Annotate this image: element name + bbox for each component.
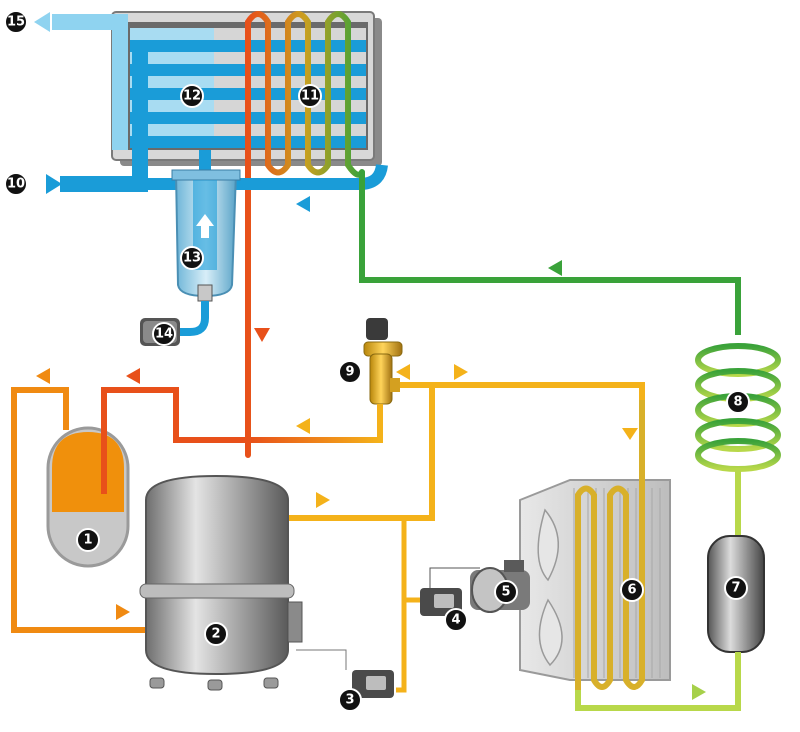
- svg-text:10: 10: [7, 177, 25, 192]
- evaporator-coil: [245, 11, 365, 458]
- bypass-to-separator-line: [248, 404, 383, 443]
- compressor-wire: [296, 649, 347, 670]
- red-arrow-down: [254, 328, 270, 342]
- svg-text:15: 15: [7, 15, 25, 30]
- svg-text:9: 9: [345, 365, 354, 380]
- suction-line-green: [359, 172, 741, 335]
- badge-1: 1: [76, 528, 100, 552]
- badge-11: 11: [298, 84, 322, 108]
- outlet-arrow: [34, 12, 50, 32]
- dry-air-outlet-pipe: [52, 14, 128, 150]
- badge-9: 9: [338, 360, 362, 384]
- yellow-arrow-down-condenser: [622, 428, 638, 440]
- high-pressure-switch: [352, 670, 394, 698]
- hot-gas-bypass-valve: [363, 318, 403, 405]
- badge-8: 8: [726, 390, 750, 414]
- condenser: [519, 400, 671, 690]
- condenser-outlet-line: [398, 382, 645, 400]
- drain-pipe: [180, 301, 209, 336]
- badge-7: 7: [724, 576, 748, 600]
- svg-text:13: 13: [183, 251, 201, 266]
- condenser-coil: [575, 400, 645, 690]
- svg-text:14: 14: [155, 327, 173, 342]
- water-separator: [171, 150, 241, 302]
- inlet-arrow: [46, 174, 62, 194]
- red-arrow-left: [126, 368, 140, 384]
- badge-5: 5: [494, 580, 518, 604]
- svg-text:5: 5: [501, 585, 510, 600]
- fan-control-wire: [429, 567, 480, 588]
- yellow-arrow-right-top: [454, 364, 468, 380]
- liquid-separator: [46, 398, 130, 568]
- badge-13: 13: [180, 246, 204, 270]
- svg-text:1: 1: [83, 533, 92, 548]
- badge-6: 6: [620, 578, 644, 602]
- yellow-arrow-valve: [396, 364, 410, 380]
- yellow-arrow-discharge: [316, 492, 330, 508]
- accumulator-to-compressor-line: [11, 387, 150, 633]
- badge-2: 2: [204, 622, 228, 646]
- return-arrow: [296, 196, 310, 212]
- svg-text:7: 7: [731, 581, 740, 596]
- badge-12: 12: [180, 84, 204, 108]
- pressure-switch-line: [396, 518, 407, 693]
- badge-10: 10: [4, 172, 28, 196]
- badge-4: 4: [444, 608, 468, 632]
- svg-text:6: 6: [627, 583, 636, 598]
- svg-text:11: 11: [301, 89, 319, 104]
- svg-text:8: 8: [733, 395, 742, 410]
- yellow-arrow-left: [296, 418, 310, 434]
- orange-arrow-top: [36, 368, 50, 384]
- light-green-arrow: [692, 684, 706, 700]
- receiver-to-condenser-line: [575, 652, 741, 711]
- fan-blades: [537, 508, 563, 667]
- discharge-line: [288, 385, 435, 521]
- svg-text:4: 4: [451, 613, 460, 628]
- badge-15: 15: [4, 10, 28, 34]
- badge-14: 14: [152, 322, 176, 346]
- badge-3: 3: [338, 688, 362, 712]
- suction-coil: [695, 343, 781, 472]
- green-arrow: [548, 260, 562, 276]
- svg-text:3: 3: [345, 693, 354, 708]
- svg-text:2: 2: [211, 627, 220, 642]
- orange-arrow-bottom: [116, 604, 130, 620]
- compressor: [139, 474, 303, 691]
- svg-text:12: 12: [183, 89, 201, 104]
